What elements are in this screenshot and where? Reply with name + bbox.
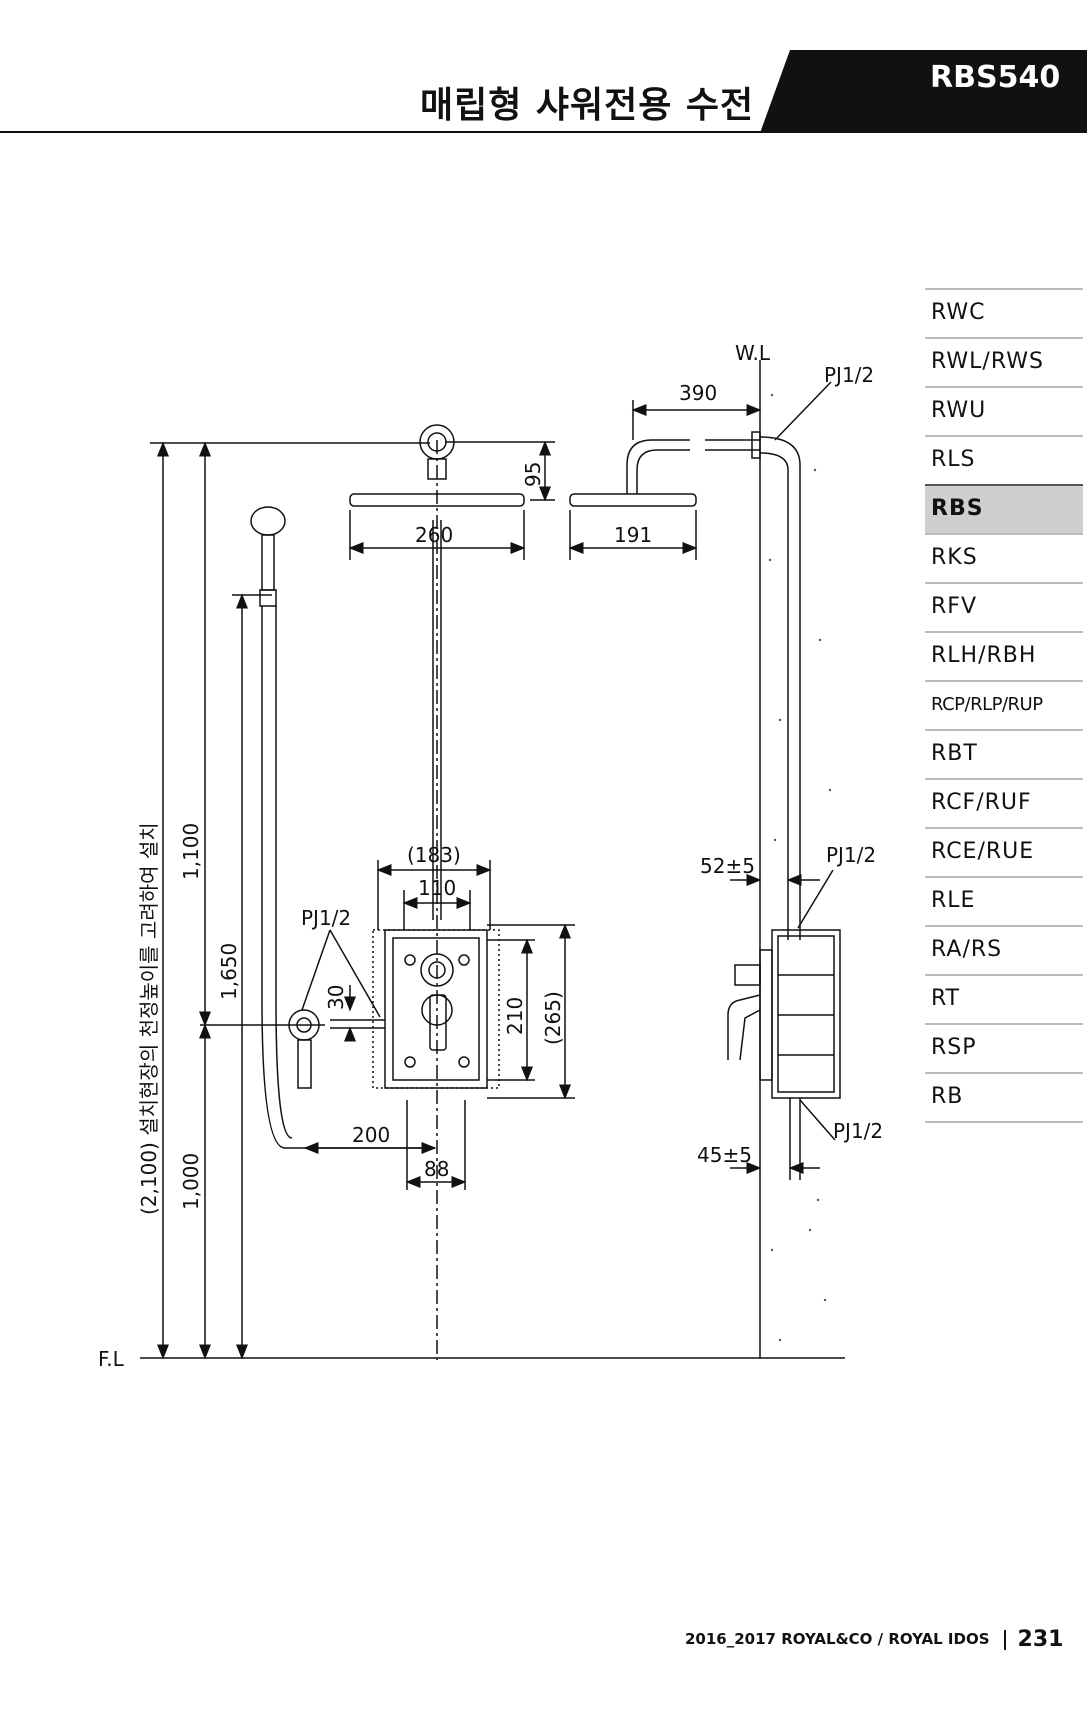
page-title: 매립형 샤워전용 수전: [420, 85, 755, 126]
nav-item-rlh-rbh[interactable]: RLH/RBH: [925, 631, 1083, 680]
dim-label-183: (183): [407, 843, 461, 867]
technical-drawing: W.L F.L (2,100) 설치현장의 천정높이를 고려하여 설치 1,10…: [98, 341, 883, 1371]
dim-label-1650: 1,650: [217, 943, 241, 1000]
nav-item-rfv[interactable]: RFV: [925, 582, 1083, 631]
floor-line-label: F.L: [98, 1347, 125, 1371]
pj-label-mid: PJ1/2: [826, 843, 876, 867]
nav-item-rcf-ruf[interactable]: RCF/RUF: [925, 778, 1083, 827]
wall-line-label: W.L: [735, 341, 771, 365]
pj-label-bottom: PJ1/2: [833, 1119, 883, 1143]
nav-end-rule: [925, 1121, 1083, 1123]
dim-label-191: 191: [614, 523, 652, 547]
dim-label-88: 88: [424, 1157, 449, 1181]
page-number: 231: [1017, 1627, 1064, 1652]
dim-label-200: 200: [352, 1123, 390, 1147]
dim-label-30: 30: [324, 985, 348, 1010]
pj-label-front: PJ1/2: [301, 906, 351, 930]
dim-label-1100: 1,100: [179, 823, 203, 880]
dim-label-110: 110: [418, 876, 456, 900]
nav-item-rbs[interactable]: RBS: [925, 484, 1083, 533]
nav-item-rwl-rws[interactable]: RWL/RWS: [925, 337, 1083, 386]
install-note: (2,100) 설치현장의 천정높이를 고려하여 설치: [137, 822, 161, 1215]
footer-edition: 2016_2017 ROYAL&CO / ROYAL IDOS: [685, 1630, 990, 1648]
side-nav: RWC RWL/RWS RWU RLS RBS RKS RFV RLH/RBH …: [925, 288, 1083, 1123]
nav-item-rks[interactable]: RKS: [925, 533, 1083, 582]
dim-label-52: 52±5: [700, 854, 755, 878]
footer: 2016_2017 ROYAL&CO / ROYAL IDOS 231: [685, 1627, 1063, 1652]
dim-label-45: 45±5: [697, 1143, 752, 1167]
pj-label-top: PJ1/2: [824, 363, 874, 387]
nav-item-rls[interactable]: RLS: [925, 435, 1083, 484]
dim-label-95: 95: [521, 462, 545, 487]
footer-divider: [1003, 1629, 1006, 1650]
nav-item-rsp[interactable]: RSP: [925, 1023, 1083, 1072]
nav-item-rwu[interactable]: RWU: [925, 386, 1083, 435]
nav-item-rcp-rlp-rup[interactable]: RCP/RLP/RUP: [925, 680, 1083, 729]
header-rule: [0, 131, 1087, 133]
nav-item-rce-rue[interactable]: RCE/RUE: [925, 827, 1083, 876]
dim-label-1000: 1,000: [179, 1153, 203, 1210]
model-tab: [760, 50, 1087, 133]
dim-label-260: 260: [415, 523, 453, 547]
nav-item-rwc[interactable]: RWC: [925, 288, 1083, 337]
nav-item-rb[interactable]: RB: [925, 1072, 1083, 1121]
model-code: RBS540: [930, 60, 1061, 95]
dim-label-265: (265): [541, 991, 565, 1045]
nav-item-rt[interactable]: RT: [925, 974, 1083, 1023]
nav-item-rbt[interactable]: RBT: [925, 729, 1083, 778]
nav-item-rle[interactable]: RLE: [925, 876, 1083, 925]
dim-label-390: 390: [679, 381, 717, 405]
nav-item-ra-rs[interactable]: RA/RS: [925, 925, 1083, 974]
dim-label-210: 210: [503, 997, 527, 1035]
